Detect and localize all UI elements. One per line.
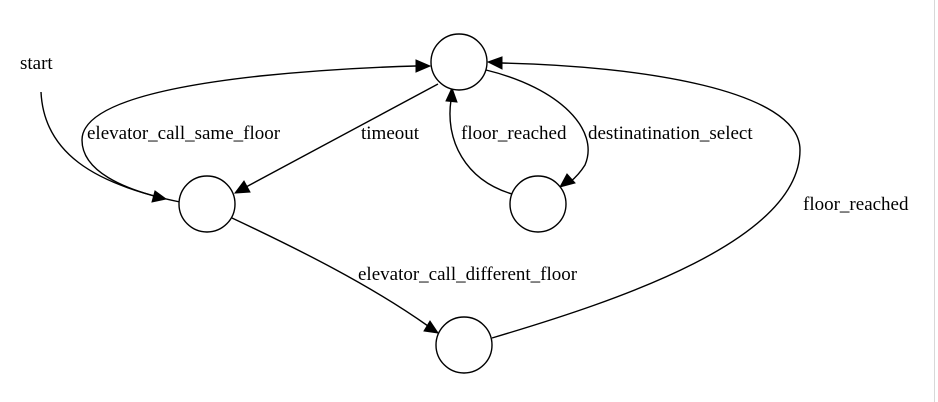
edge-start-to-left: [40, 91, 163, 199]
edge-right-to-top-floor-reached: [449, 99, 513, 195]
label-timeout: timeout: [361, 123, 420, 144]
state-node-right: [509, 175, 567, 233]
arrowhead-bottom-to-top-floor-reached: [486, 56, 503, 70]
state-node-left: [178, 175, 236, 233]
label-floor-reached-inner: floor_reached: [461, 123, 567, 144]
edge-left-to-top-same-floor: [81, 65, 417, 203]
state-node-bottom: [435, 316, 493, 374]
page-edge-divider: [934, 0, 935, 402]
edge-top-to-left-timeout: [245, 83, 439, 188]
arrowhead-top-to-left-timeout: [233, 180, 251, 194]
label-elevator-call-different-floor: elevator_call_different_floor: [358, 264, 578, 285]
arrowhead-left-to-bottom-different-floor: [423, 320, 440, 334]
label-elevator-call-same-floor: elevator_call_same_floor: [87, 123, 281, 144]
arrowhead-right-to-top-floor-reached: [445, 86, 458, 103]
label-floor-reached-outer: floor_reached: [803, 194, 909, 215]
state-node-top: [430, 33, 488, 91]
edge-left-to-bottom-different-floor: [231, 217, 429, 327]
edge-top-to-right-destination: [485, 69, 589, 183]
edge-bottom-to-top-floor-reached: [491, 62, 801, 339]
arrowhead-top-to-right-destination: [559, 173, 576, 188]
label-destination-select: destinatination_select: [588, 123, 753, 144]
arrowhead-left-to-top-same-floor: [415, 59, 432, 73]
label-start: start: [20, 53, 53, 74]
